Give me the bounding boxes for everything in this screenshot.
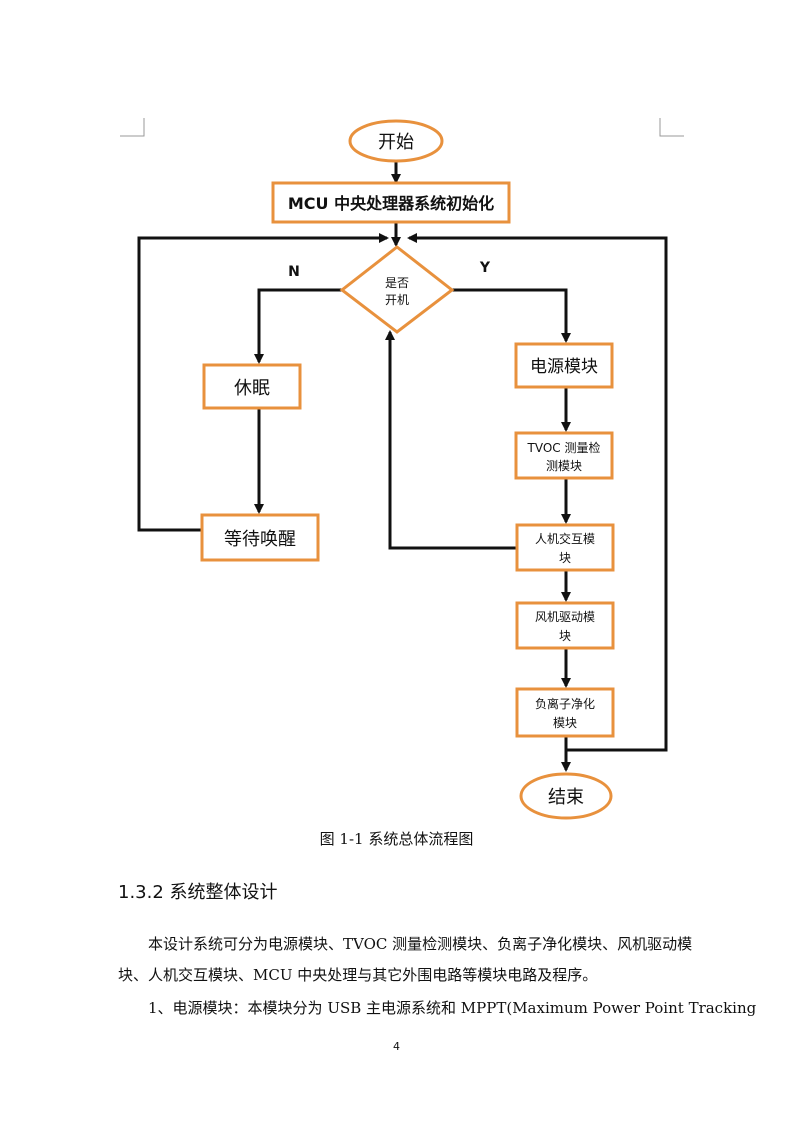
start-label: 开始 [378,132,414,153]
figure-caption: 图 1-1 系统总体流程图 [319,830,474,848]
wait-wake-label: 等待唤醒 [224,529,296,550]
hmi-label-line2: 块 [559,551,571,565]
body-paragraph-1: 本设计系统可分为电源模块、TVOC 测量检测模块、负离子净化模块、风机驱动模块、… [118,935,693,984]
system-flowchart: 开始 MCU 中央处理器系统初始化 是否 开机 N Y 休眠 等待唤醒 [137,119,668,820]
end-node: 结束 [519,772,613,820]
fan-label-line2: 块 [559,629,571,643]
flowchart-connectors [137,161,668,772]
branch-no-label: N [288,264,300,280]
hmi-module-node: 人机交互模 块 [515,523,615,572]
crop-mark-left [120,118,145,137]
ion-label-line2: 模块 [553,716,577,730]
sleep-node: 休眠 [202,363,302,410]
ion-module-node: 负离子净化 模块 [515,687,615,738]
init-node: MCU 中央处理器系统初始化 [271,181,511,224]
tvoc-label-line2: 测模块 [546,459,582,473]
crop-mark-right [659,118,684,137]
start-node: 开始 [348,119,444,163]
tvoc-label-line1: TVOC 测量检 [527,440,601,455]
fan-module-node: 风机驱动模 块 [515,601,615,650]
body-paragraph-2: 1、电源模块：本模块分为 USB 主电源系统和 MPPT(Maximum Pow… [148,999,757,1017]
section-heading: 1.3.2 系统整体设计 [118,882,278,903]
decision-node: 是否 开机 [339,245,455,334]
power-module-node: 电源模块 [514,342,614,389]
end-label: 结束 [548,787,584,808]
fan-label-line1: 风机驱动模 [535,610,595,624]
sleep-label: 休眠 [234,378,270,399]
power-module-label: 电源模块 [530,357,598,377]
wait-wake-node: 等待唤醒 [200,513,320,562]
decision-label-line2: 开机 [385,293,409,307]
decision-label-line1: 是否 [385,276,409,290]
page-number: 4 [393,1040,400,1053]
branch-yes-label: Y [479,260,491,276]
hmi-label-line1: 人机交互模 [535,531,595,546]
init-label: MCU 中央处理器系统初始化 [288,194,494,213]
tvoc-module-node: TVOC 测量检 测模块 [514,431,614,480]
ion-label-line1: 负离子净化 [535,696,595,711]
